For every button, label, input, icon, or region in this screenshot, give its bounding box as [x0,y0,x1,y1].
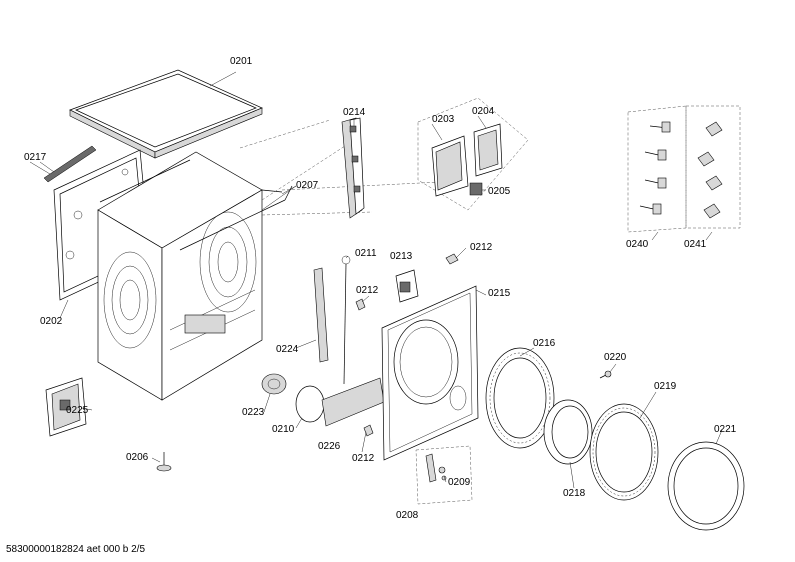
label-0224: 0224 [276,344,299,355]
hinge-kit-group [415,445,473,505]
label-0225: 0225 [66,405,89,416]
label-0241: 0241 [684,239,707,250]
drain-hose-part [341,255,351,385]
label-0215: 0215 [488,288,511,299]
foot-part [156,452,172,472]
hinge-strip-part [29,145,97,183]
screw-kit-group [627,105,741,233]
outer-ring-part [667,441,745,531]
bar-part [313,267,329,363]
cross-brace-part [99,159,293,251]
control-board-part [45,377,87,437]
front-panel-part [381,285,479,461]
label-0221: 0221 [714,424,737,435]
label-0223: 0223 [242,407,265,418]
top-lid-part [69,69,263,159]
label-0212-top: 0212 [470,242,493,253]
label-0205: 0205 [488,186,511,197]
pump-part [261,373,287,395]
cabinet-frame-part [97,151,263,401]
label-0209: 0209 [448,477,471,488]
inner-ring-part [543,399,593,465]
label-0211: 0211 [355,248,377,259]
label-0201: 0201 [230,56,253,67]
label-0207: 0207 [296,180,319,191]
label-0213: 0213 [390,251,413,262]
clip-part-bottom [363,424,374,437]
label-0226: 0226 [318,441,341,452]
guide-lines [239,119,441,216]
label-0204: 0204 [472,106,495,117]
leader-lines [39,71,723,489]
switch-part [395,269,419,303]
label-0203: 0203 [432,114,455,125]
plinth-strip-part [321,377,385,427]
label-0202: 0202 [40,316,63,327]
clip-part-mid [355,298,366,311]
label-0208: 0208 [396,510,419,521]
label-0212-bottom: 0212 [352,453,375,464]
document-footer: 58300000182824 aet 000 b 2/5 [6,544,146,555]
label-0212-mid: 0212 [356,285,379,296]
label-0217: 0217 [24,152,47,163]
control-module-group [417,97,529,211]
bellows-ring-part [485,347,555,449]
label-0206: 0206 [126,452,149,463]
label-0216: 0216 [533,338,556,349]
label-0210: 0210 [272,424,295,435]
air-duct-part [341,117,365,219]
filter-cover-part [295,385,325,423]
label-0219: 0219 [654,381,677,392]
clip-part-top [445,253,459,265]
label-0220: 0220 [604,352,627,363]
label-0214: 0214 [343,107,366,118]
label-0240: 0240 [626,239,649,250]
screw-part [599,370,612,379]
label-0218: 0218 [563,488,586,499]
door-ring-part [589,403,659,501]
